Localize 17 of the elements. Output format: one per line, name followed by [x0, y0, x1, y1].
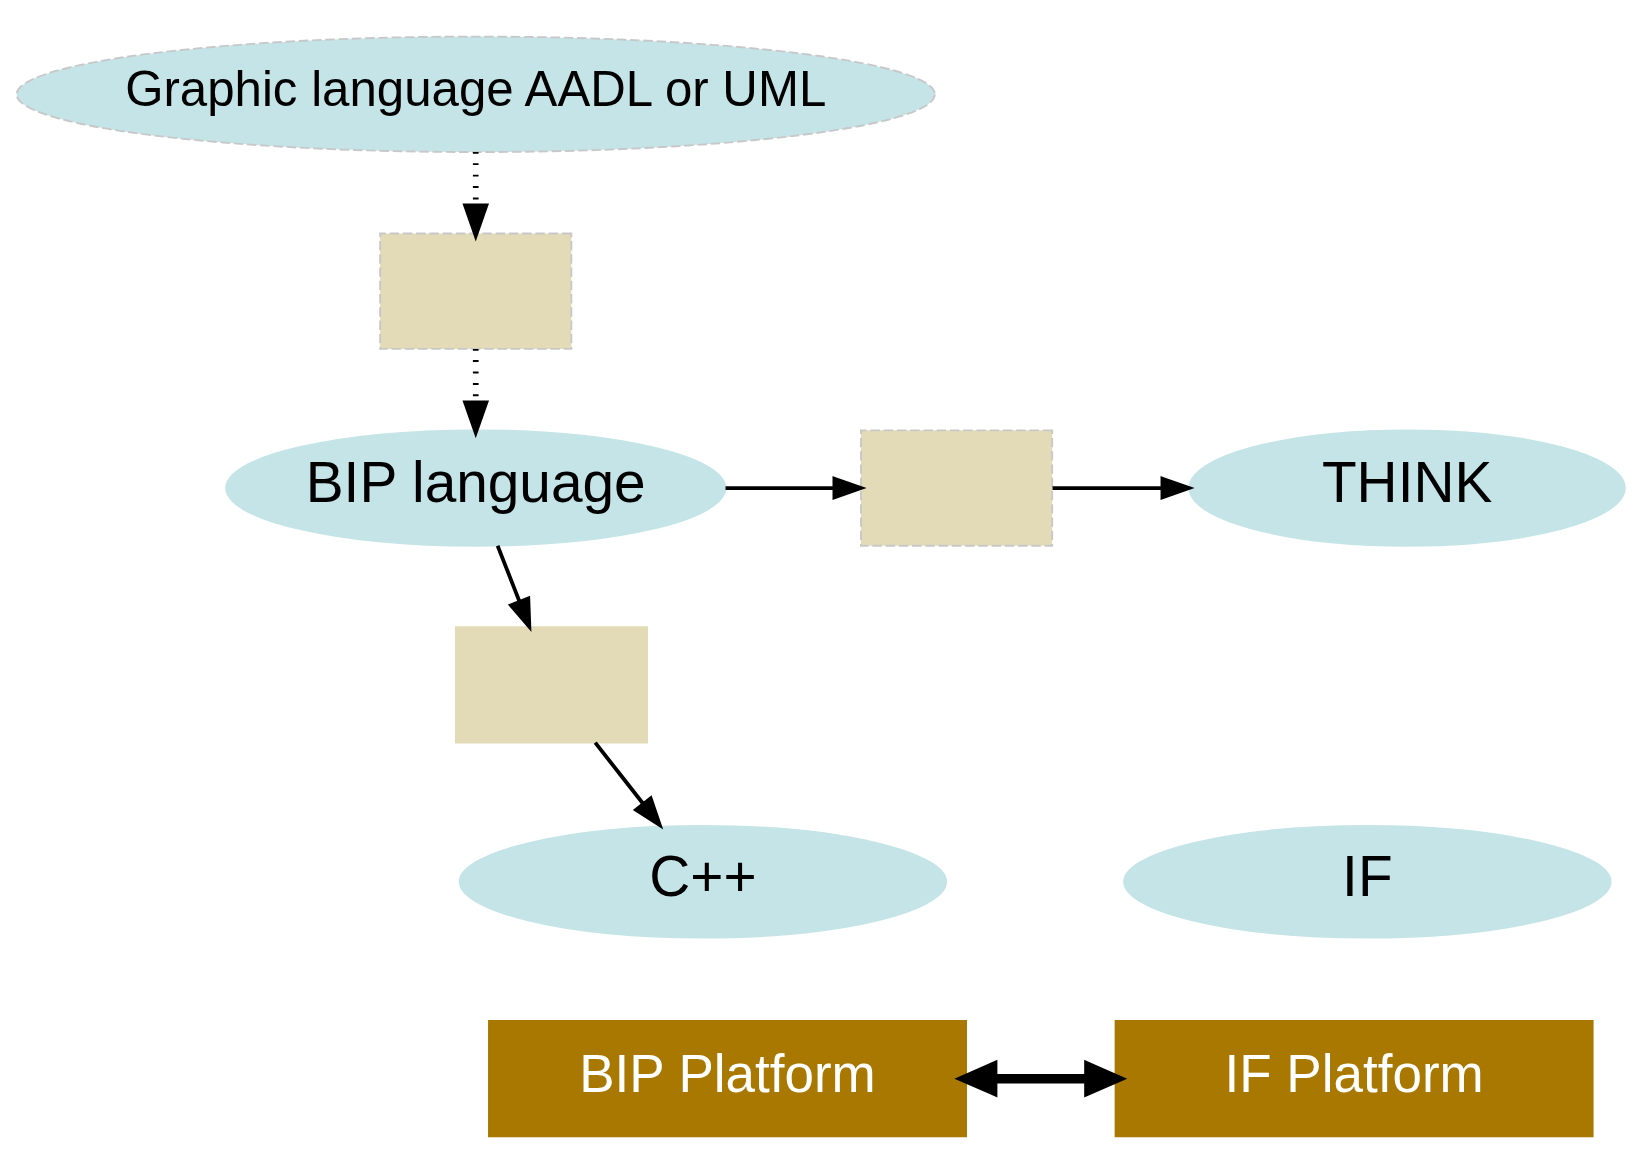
- node-ellipse: IF: [1121, 823, 1614, 941]
- node-box: [454, 626, 648, 744]
- node-ellipse: BIP language: [225, 429, 727, 547]
- arrow: [954, 1059, 1128, 1098]
- node-box: [379, 232, 573, 350]
- node-box: [860, 429, 1054, 547]
- node-ellipse: Graphic language AADL or UML: [15, 35, 936, 153]
- arrow: [593, 741, 664, 830]
- node-box: BIP Platform: [488, 1020, 967, 1138]
- node-ellipse: THINK: [1188, 429, 1626, 547]
- arrow: [725, 476, 867, 500]
- node-ellipse: C++: [456, 823, 949, 941]
- arrow: [462, 348, 490, 439]
- node-box: IF Platform: [1114, 1020, 1594, 1138]
- arrow: [495, 545, 532, 632]
- arrow: [1052, 476, 1195, 500]
- arrow: [462, 152, 490, 242]
